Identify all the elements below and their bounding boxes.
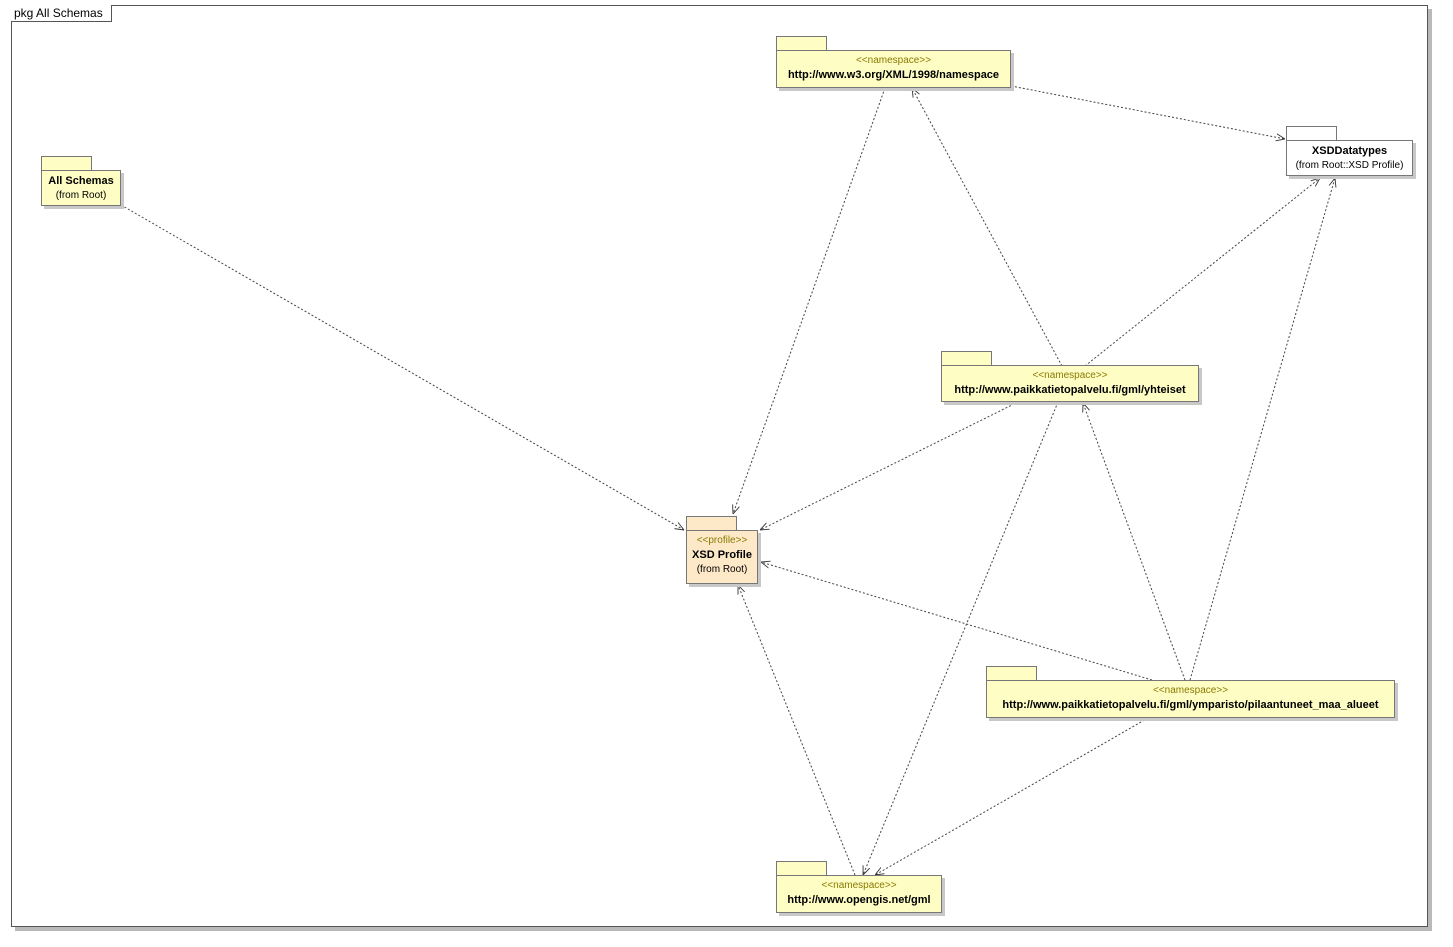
- package-name: http://www.opengis.net/gml: [787, 894, 931, 906]
- diagram-frame-title: pkg All Schemas: [11, 5, 112, 22]
- dependency-edge: [120, 204, 684, 530]
- package-tab: [941, 351, 992, 365]
- package-tab: [41, 156, 92, 170]
- package-stereotype: <<namespace>>: [1152, 685, 1229, 696]
- package-tab: [776, 36, 827, 50]
- package-name: http://www.paikkatietopalvelu.fi/gml/ymp…: [1002, 699, 1379, 711]
- dependency-edge: [875, 717, 1149, 875]
- package-stereotype: <<namespace>>: [1032, 370, 1108, 381]
- diagram-frame: [11, 5, 1428, 927]
- package-name: http://www.paikkatietopalvelu.fi/gml/yht…: [954, 384, 1186, 396]
- dependency-edge: [733, 87, 886, 514]
- dependency-edge: [1189, 178, 1335, 681]
- dependency-edge: [1083, 403, 1186, 681]
- dependency-edge: [760, 401, 1019, 530]
- package-stereotype: <<namespace>>: [821, 880, 897, 891]
- package-stereotype: <<profile>>: [696, 535, 748, 546]
- package-name: XSDDatatypes: [1311, 145, 1388, 157]
- package-origin: (from Root::XSD Profile): [1295, 160, 1404, 171]
- package-tab: [686, 516, 737, 530]
- dependency-edge: [761, 562, 1153, 681]
- package-tab: [986, 666, 1037, 680]
- package-name: http://www.w3.org/XML/1998/namespace: [787, 69, 1000, 81]
- dependency-edge: [862, 401, 1059, 875]
- dependency-edge: [1010, 85, 1285, 139]
- package-name: All Schemas: [48, 175, 114, 187]
- package-stereotype: <<namespace>>: [855, 55, 932, 66]
- dependency-edge: [1084, 178, 1320, 367]
- package-tab: [776, 861, 827, 875]
- package-origin: (from Root): [55, 190, 107, 201]
- package-origin: (from Root): [696, 564, 748, 575]
- dependency-edge: [737, 585, 856, 876]
- package-name: XSD Profile: [692, 549, 752, 561]
- package-tab: [1286, 126, 1337, 140]
- dependency-edge: [912, 88, 1063, 367]
